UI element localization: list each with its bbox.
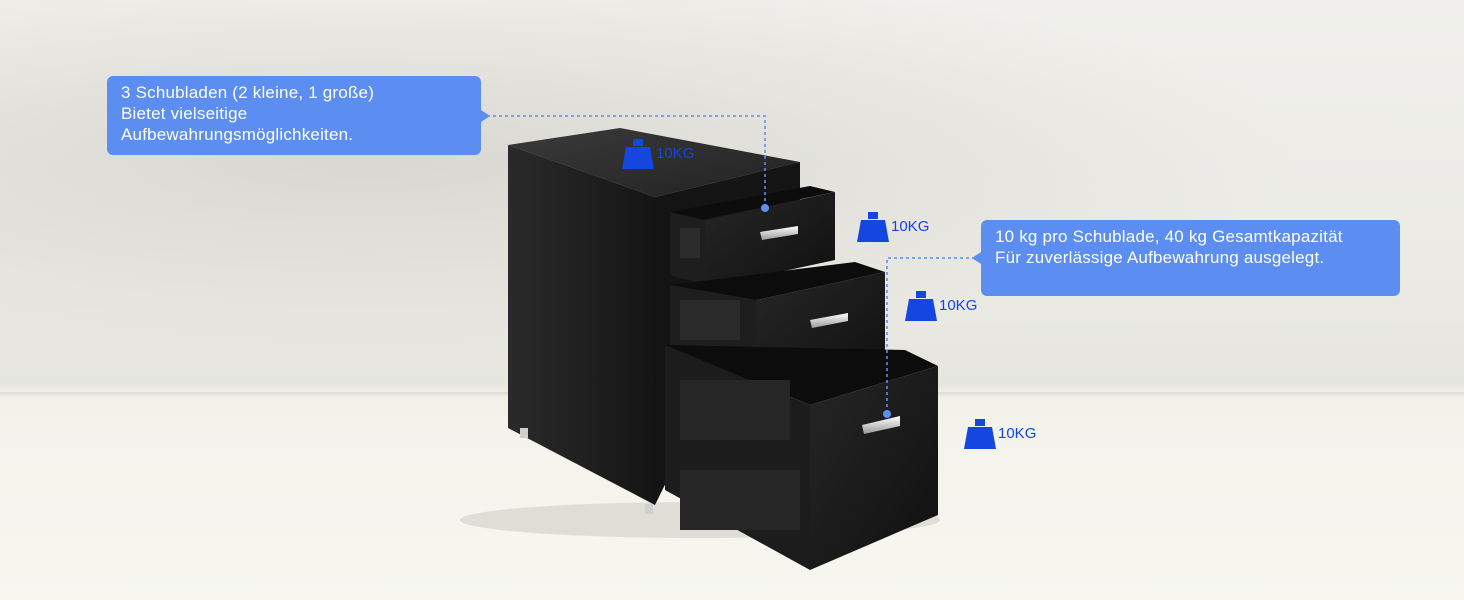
leader-dot-right bbox=[883, 410, 891, 418]
callout-capacity: 10 kg pro Schublade, 40 kg Gesamtkapazit… bbox=[981, 220, 1400, 296]
callout-drawers: 3 Schubladen (2 kleine, 1 große) Bietet … bbox=[107, 76, 481, 155]
callout-drawers-line-3: Aufbewahrungsmöglichkeiten. bbox=[121, 125, 354, 144]
weight-marker-drawer-3: 10KG bbox=[963, 416, 1036, 450]
caster bbox=[520, 428, 528, 438]
leader-dot-left bbox=[761, 204, 769, 212]
drawer-3-front bbox=[810, 366, 938, 570]
drawer-1 bbox=[670, 186, 835, 288]
callout-left-pointer bbox=[481, 110, 490, 122]
weight-label-drawer-1: 10KG bbox=[891, 217, 930, 235]
weight-label-top: 10KG bbox=[656, 144, 695, 162]
drawer-1-front bbox=[705, 192, 835, 288]
callout-drawers-line-1: 3 Schubladen (2 kleine, 1 große) bbox=[121, 83, 375, 102]
callout-capacity-line-2: Für zuverlässige Aufbewahrung ausgelegt. bbox=[995, 248, 1325, 267]
weight-icon bbox=[905, 291, 937, 321]
drawer-2-handle bbox=[810, 313, 848, 328]
weight-icon bbox=[964, 419, 996, 449]
callout-right-pointer bbox=[972, 252, 981, 264]
weight-marker-drawer-1: 10KG bbox=[856, 209, 929, 243]
weight-label-drawer-2: 10KG bbox=[939, 296, 978, 314]
leader-line-left bbox=[481, 115, 766, 208]
weight-marker-top: 10KG bbox=[621, 136, 694, 170]
callout-drawers-line-2: Bietet vielseitige bbox=[121, 104, 248, 123]
drawer-3 bbox=[665, 345, 938, 570]
cabinet-top bbox=[508, 128, 800, 197]
drawer-3-handle bbox=[862, 416, 900, 434]
caster bbox=[645, 504, 653, 514]
cabinet-side bbox=[508, 145, 655, 505]
leader-lines bbox=[481, 115, 981, 414]
weight-icon bbox=[857, 212, 889, 242]
callout-capacity-line-1: 10 kg pro Schublade, 40 kg Gesamtkapazit… bbox=[995, 227, 1343, 246]
leader-line-right bbox=[886, 257, 981, 414]
weight-marker-drawer-2: 10KG bbox=[904, 288, 977, 322]
weight-label-drawer-3: 10KG bbox=[998, 424, 1037, 442]
drawer-1-handle bbox=[760, 226, 798, 240]
weight-icon bbox=[622, 139, 654, 169]
